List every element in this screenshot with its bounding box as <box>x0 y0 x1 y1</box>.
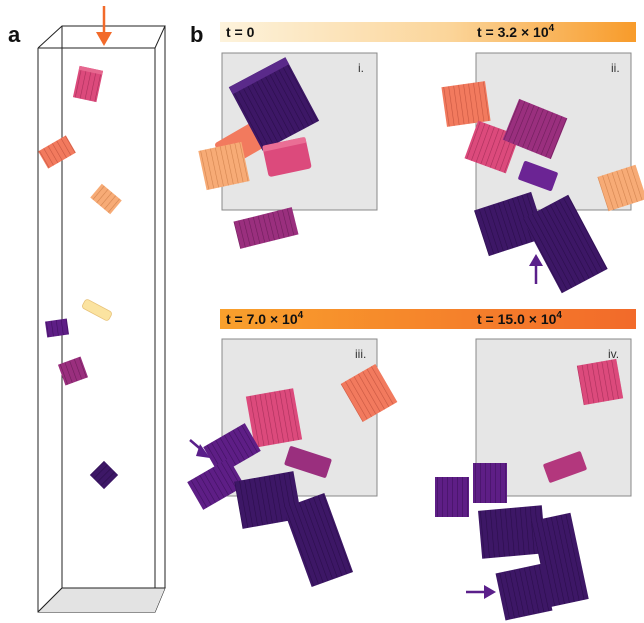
particle-i-peach <box>198 141 250 191</box>
particle-iv-violet-b <box>473 463 507 503</box>
column-particle-cream <box>82 299 112 321</box>
column-particle-dark <box>89 460 119 490</box>
time-label-1: t = 3.2 × 10 <box>477 24 549 40</box>
column-container <box>37 25 166 613</box>
time-label-3: t = 15.0 × 10 <box>477 311 557 327</box>
particle-iii-violet-b <box>187 458 245 510</box>
particle-i-dark <box>228 57 320 151</box>
column-floor <box>38 588 165 612</box>
time-bar-bottom <box>220 309 636 329</box>
particle-ii-violet-small <box>518 161 558 191</box>
time-label-0: t = 0 <box>226 24 255 40</box>
particle-iii-violet-a <box>203 423 261 475</box>
time-label-2: t = 7.0 × 10 <box>226 311 298 327</box>
particle-iii-dark-b <box>282 493 354 587</box>
particle-ii-magenta <box>502 98 568 160</box>
column-particle-violet <box>44 318 70 338</box>
column-particle-magenta <box>57 356 89 386</box>
particle-iv-magenta <box>543 451 587 483</box>
snapshot-box-iii <box>221 338 378 497</box>
column-particle-salmon <box>38 135 76 169</box>
subpanel-label-iv: iv. <box>608 347 619 361</box>
subpanel-label-iii: iii. <box>355 347 366 361</box>
particle-iv-pink <box>576 358 624 406</box>
svg-text:t = 7.0 × 104: t = 7.0 × 104 <box>226 310 304 327</box>
purple-arrow-icon-iii <box>189 439 210 458</box>
column-particle-peach <box>90 183 122 215</box>
svg-text:t = 15.0 × 104: t = 15.0 × 104 <box>477 310 562 327</box>
panel-b-label: b <box>190 22 203 47</box>
panel-a-label: a <box>8 22 21 47</box>
particle-iv-dark-c <box>495 563 553 621</box>
particle-iii-dark-a <box>234 471 302 529</box>
particle-iii-salmon <box>340 363 398 423</box>
time-label-1-exp: 4 <box>549 23 555 34</box>
particle-ii-dark-a <box>474 191 546 257</box>
purple-arrow-icon-iv <box>466 585 496 599</box>
time-bar-top <box>220 22 636 42</box>
particle-iii-pink <box>245 388 303 448</box>
particle-iv-violet-a <box>435 477 469 517</box>
subpanel-label-i: i. <box>358 61 364 75</box>
particle-i-magenta <box>233 207 299 249</box>
time-label-2-exp: 4 <box>298 310 304 321</box>
purple-arrow-icon-ii <box>529 254 543 284</box>
column-particle-pink <box>72 65 104 103</box>
time-label-3-exp: 4 <box>556 310 562 321</box>
subpanel-label-ii: ii. <box>611 61 620 75</box>
particle-iv-dark-a <box>478 505 546 559</box>
drop-arrow-icon <box>96 6 112 46</box>
particle-iii-magenta <box>284 446 332 478</box>
svg-text:t = 3.2 × 104: t = 3.2 × 104 <box>477 23 555 40</box>
particle-i-pink <box>262 137 312 177</box>
particle-ii-dark-b <box>522 194 608 294</box>
particle-ii-peach <box>597 164 644 212</box>
particle-ii-salmon <box>441 81 491 127</box>
